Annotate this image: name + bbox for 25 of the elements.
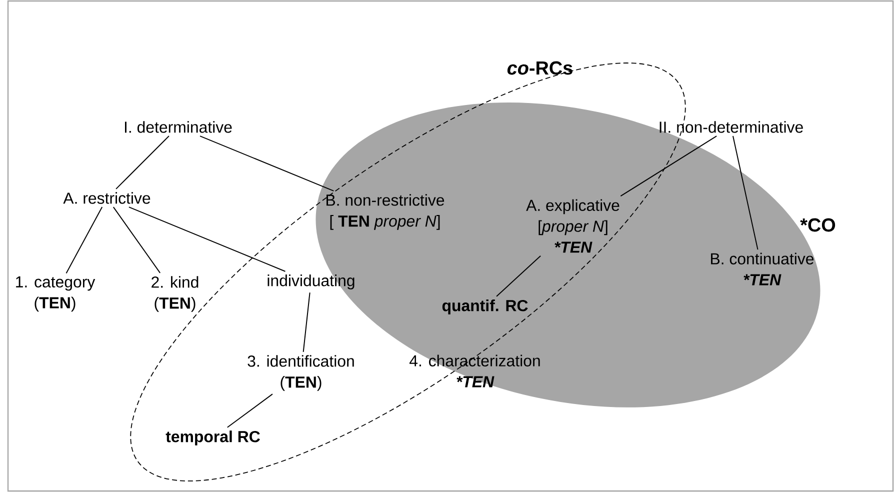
region-label: co-RCs [507,61,572,75]
connector-line [302,292,310,352]
connector-line [116,136,170,190]
text-label: quantif. RC [442,300,528,314]
text-label: B. continuative *TEN [711,252,814,286]
text-label: I. determinative [125,121,232,133]
text-label: B. non-restrictive [ TEN proper N] [326,194,444,230]
text-label: A. explicative [proper N] *TEN [526,199,620,253]
connector-line [620,136,718,197]
text-label: II. non-determinative [660,121,803,133]
text-label: 1. category (TEN) [16,276,96,312]
text-label: 3. identification (TEN) [248,355,354,391]
connector-line [112,206,161,274]
text-label: individuating [268,274,354,290]
text-label: 4. characterization *TEN [410,354,540,388]
text-label: 2. kind (TEN) [152,276,198,312]
connector-line [226,394,273,428]
connector-line [200,136,334,192]
region-label: *CO [800,218,836,232]
connector-line [66,206,103,274]
text-label: temporal RC [166,430,260,446]
connector-line [496,255,542,297]
connector-line [732,136,758,250]
text-label: A. restrictive [63,192,150,204]
connector-line [128,206,286,272]
